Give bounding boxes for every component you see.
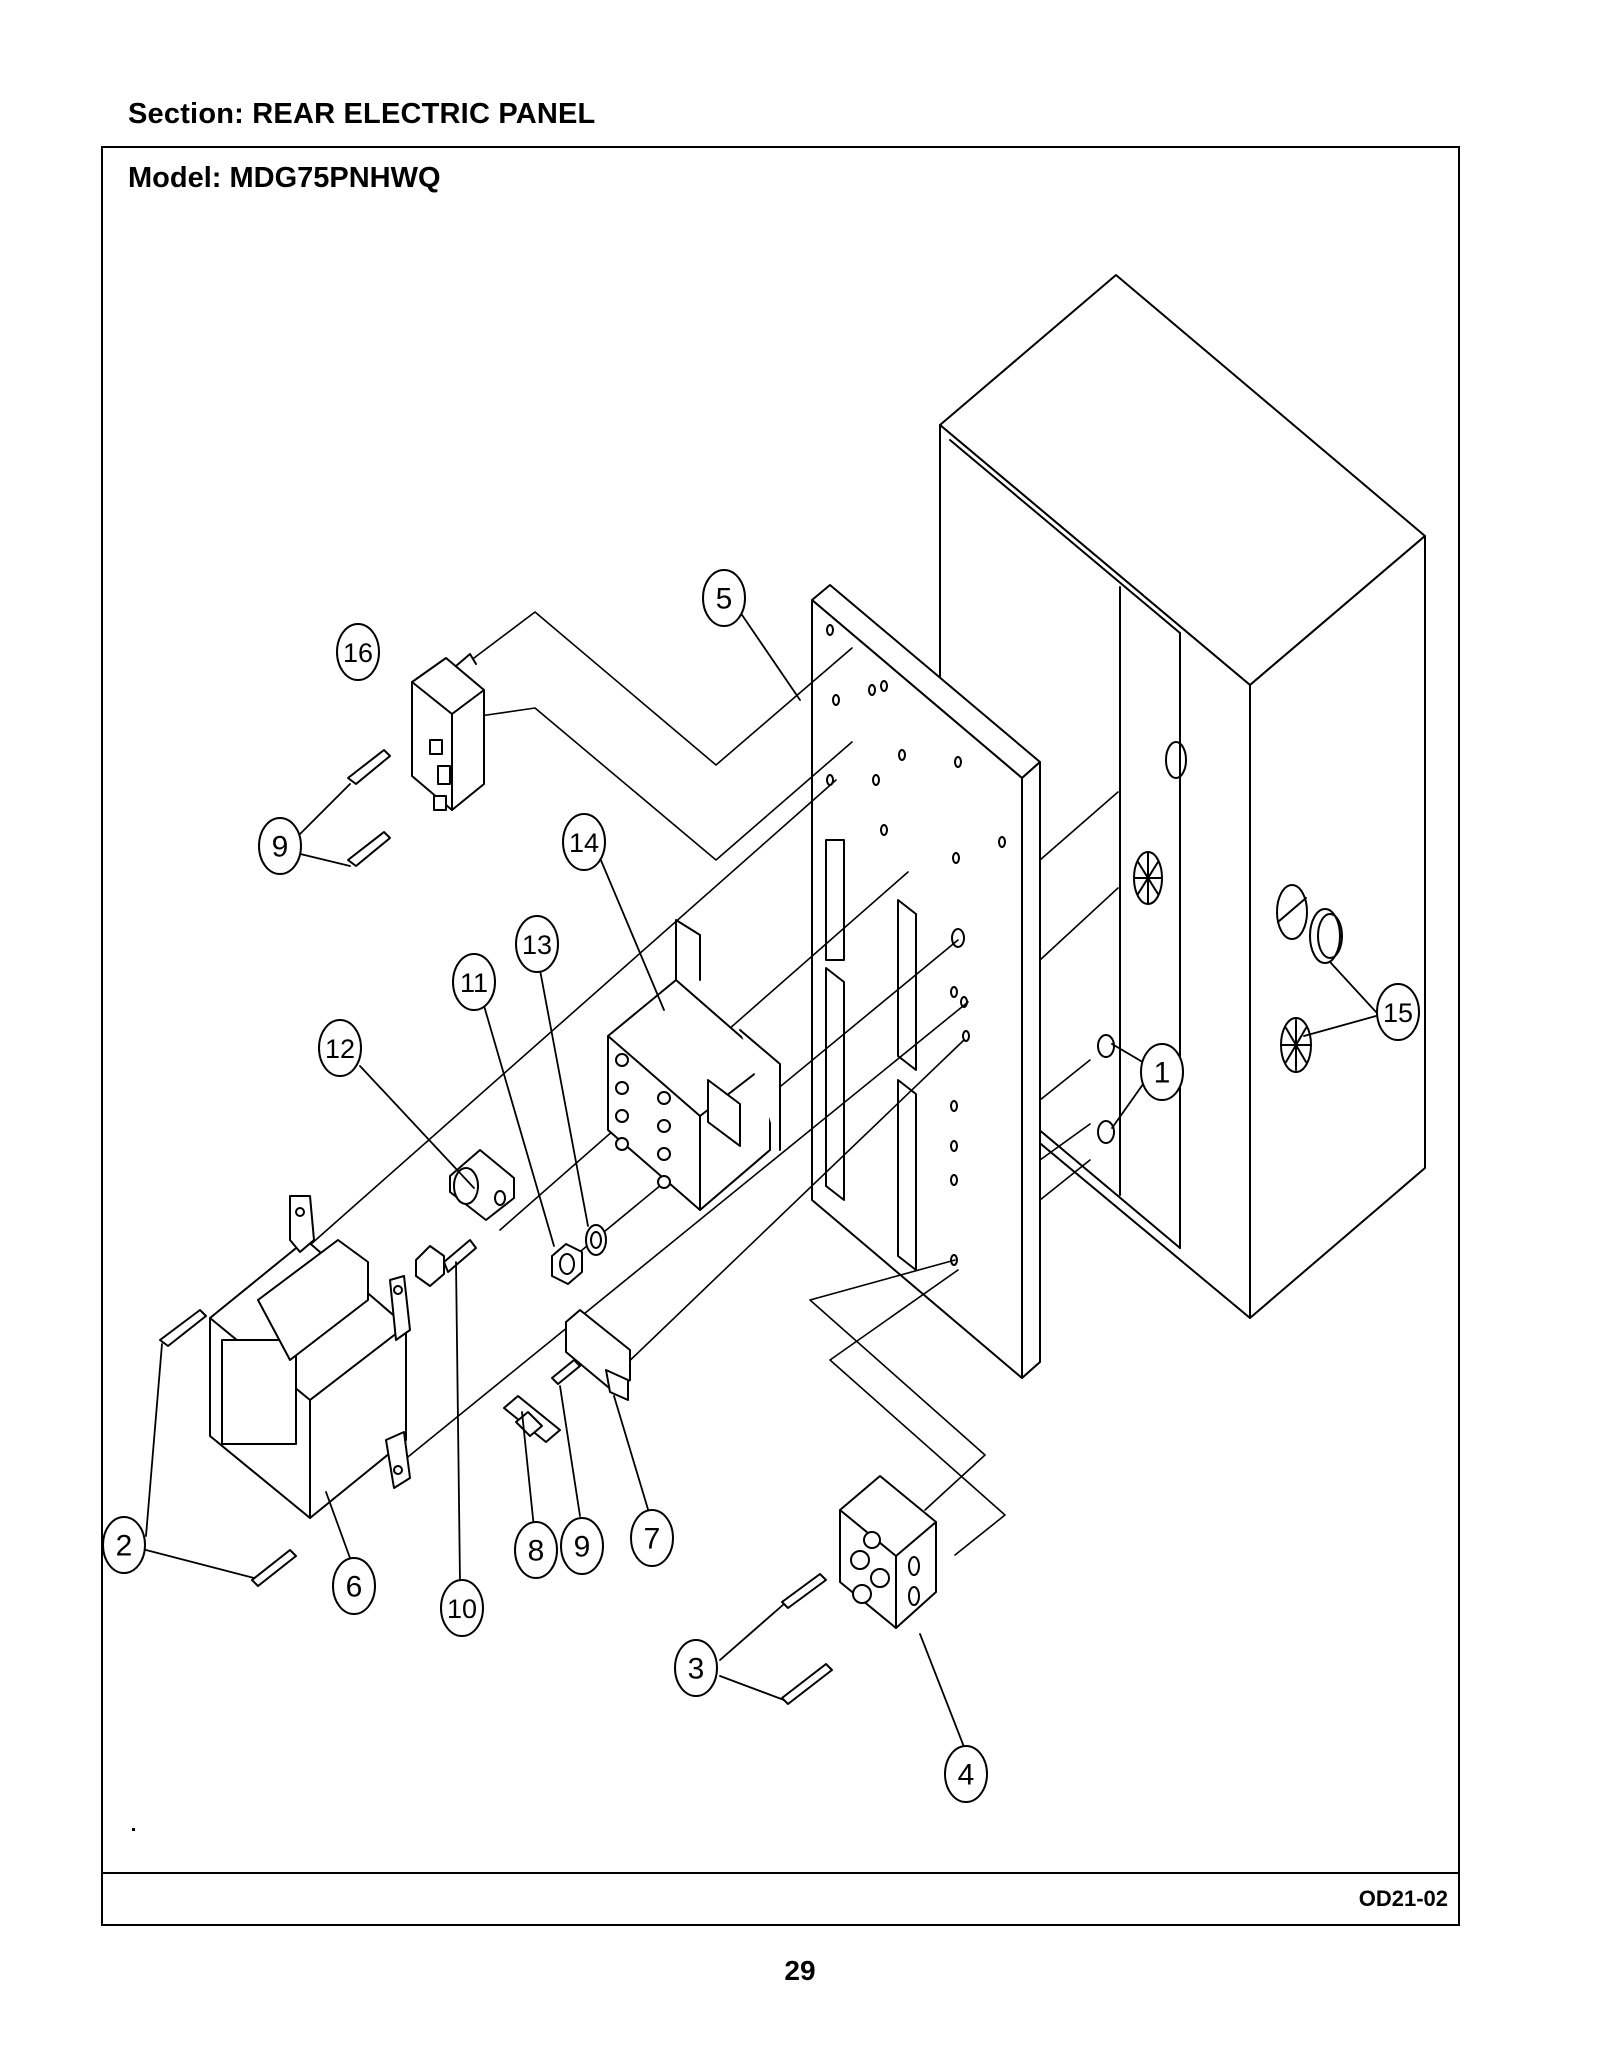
- contactor: [607, 919, 781, 1211]
- callout-label: 16: [343, 638, 373, 668]
- callout-16: [336, 623, 380, 681]
- callout-15: [1376, 983, 1420, 1041]
- callout-label: 13: [522, 930, 552, 960]
- callout-9a: [560, 1517, 604, 1575]
- callout-labels: 1 2 3 4 5 6 7 8 9 9 10 11 12 13 14 15 16: [116, 583, 1413, 1792]
- bolt-head: [415, 1245, 445, 1287]
- diagram-frame: [101, 146, 1460, 1926]
- footer-divider: [101, 1872, 1460, 1874]
- callout-label: 11: [460, 968, 488, 998]
- callout-leaders: [145, 611, 1377, 1753]
- section-title: Section: REAR ELECTRIC PANEL: [128, 98, 596, 130]
- callout-13: [515, 915, 559, 973]
- callout-label: 5: [716, 583, 733, 616]
- callout-12: [318, 1019, 362, 1077]
- callout-7: [630, 1509, 674, 1567]
- callout-label: 14: [569, 828, 599, 858]
- callout-11: [452, 953, 496, 1011]
- switch-component: [347, 653, 485, 867]
- hardware-parts: [415, 1149, 607, 1287]
- callout-label: 9: [574, 1531, 591, 1564]
- callout-9b: [258, 817, 302, 875]
- callout-circles: [102, 569, 1420, 1803]
- callout-label: 9: [272, 831, 289, 864]
- callout-3: [674, 1639, 718, 1697]
- callout-label: 12: [325, 1034, 355, 1064]
- callout-4: [944, 1745, 988, 1803]
- callout-2a: [102, 1516, 146, 1574]
- callout-label: 3: [688, 1653, 705, 1686]
- callout-1: [1140, 1043, 1184, 1101]
- callout-8: [514, 1521, 558, 1579]
- transformer: [159, 1195, 411, 1587]
- mounting-panel: [811, 584, 1041, 1379]
- callout-label: 8: [528, 1535, 545, 1568]
- callout-label: 4: [958, 1759, 975, 1792]
- callout-label: 6: [346, 1571, 363, 1604]
- callout-5: [702, 569, 746, 627]
- callout-6: [332, 1557, 376, 1615]
- page-number: 29: [784, 1955, 816, 1986]
- callout-14: [562, 813, 606, 871]
- callout-label: 7: [644, 1523, 661, 1556]
- plug-15a: [1276, 884, 1308, 940]
- model-title: Model: MDG75PNHWQ: [128, 162, 441, 194]
- terminal-block: [781, 1475, 937, 1705]
- callout-label: 2: [116, 1530, 133, 1563]
- drawing-code: OD21-02: [1358, 1886, 1448, 1911]
- callout-label: 10: [447, 1594, 477, 1624]
- callout-10: [440, 1579, 484, 1637]
- plug-15b: [1309, 908, 1341, 964]
- stray-mark: [132, 1828, 135, 1831]
- callout-label: 1: [1154, 1057, 1171, 1090]
- callout-label: 15: [1383, 998, 1413, 1028]
